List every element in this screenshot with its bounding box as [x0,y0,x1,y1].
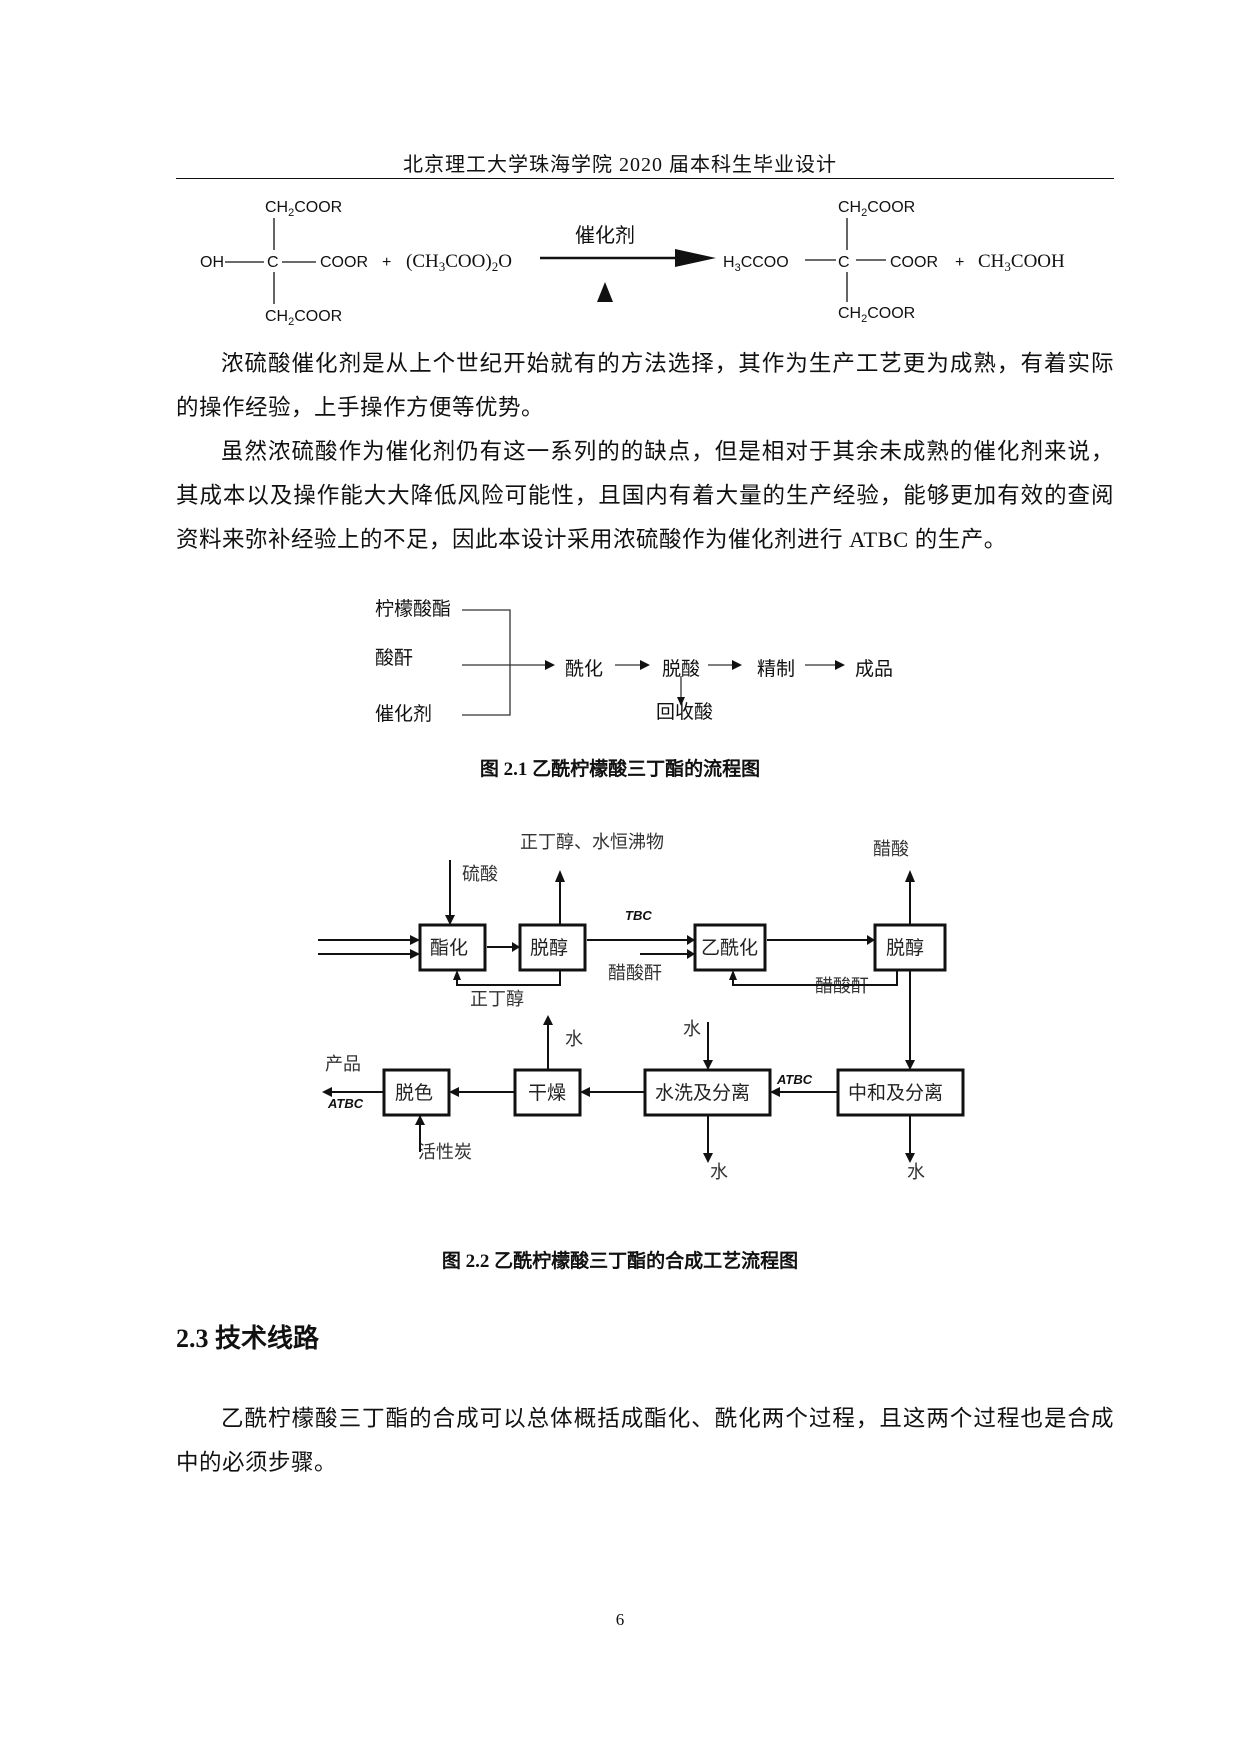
reaction-equation: CH2COOR OH C COOR CH2COOR + (CH3COO)2O 催… [200,199,1065,328]
svg-text:水: 水 [907,1162,925,1183]
acetic-acid: CH3COOH [978,251,1065,274]
product-right-group: COOR [890,254,938,271]
body-paragraphs: 浓硫酸催化剂是从上个世纪开始就有的方法选择，其作为生产工艺更为成熟，有着实际的操… [176,342,1114,562]
reactant-center-c: C [267,254,279,271]
page-header: 北京理工大学珠海学院 2020 届本科生毕业设计 [403,154,837,176]
reaction-arrowhead [675,249,716,267]
reactant-oh: OH [200,254,224,271]
box-dealcohol-1 [518,923,587,972]
svg-text:TBC: TBC [625,908,652,923]
svg-text:脱色: 脱色 [395,1082,433,1104]
svg-text:干燥: 干燥 [528,1082,566,1104]
svg-text:水: 水 [710,1162,728,1183]
svg-text:正丁醇、水恒沸物: 正丁醇、水恒沸物 [520,832,664,853]
section-body: 乙酰柠檬酸三丁酯的合成可以总体概括成酯化、酰化两个过程，且这两个过程也是合成中的… [176,1397,1114,1485]
svg-text:酯化: 酯化 [430,937,468,959]
svg-text:醋酸: 醋酸 [873,839,909,860]
svg-text:水: 水 [683,1019,701,1040]
heat-triangle-icon [597,282,613,302]
svg-text:水: 水 [565,1029,583,1050]
plus-sign-2: + [955,254,964,271]
product-left-group: H3CCOO [723,254,789,274]
svg-text:脱醇: 脱醇 [886,937,924,959]
paragraph-2: 虽然浓硫酸作为催化剂仍有这一系列的的缺点，但是相对于其余未成熟的催化剂来说，其成… [176,439,1114,552]
input-anhydride: 酸酐 [375,647,413,669]
side-recovered-acid: 回收酸 [656,701,713,723]
svg-text:醋酸酐: 醋酸酐 [608,963,662,984]
svg-text:正丁醇: 正丁醇 [470,989,524,1010]
page-number: 6 [615,1610,625,1629]
box-decolor [382,1068,451,1117]
figure-2-2-caption: 图 2.2 乙酰柠檬酸三丁酯的合成工艺流程图 [441,1251,799,1272]
svg-text:ATBC: ATBC [776,1072,813,1087]
box-water-wash-separate [643,1068,772,1117]
product-bottom-group: CH2COOR [838,305,915,325]
step-product: 成品 [855,658,893,680]
acetic-anhydride: (CH3COO)2O [406,251,512,274]
step-refine: 精制 [757,658,795,680]
box-esterification [418,923,487,972]
section-heading: 2.3 技术线路 [176,1324,320,1353]
section-paragraph: 乙酰柠檬酸三丁酯的合成可以总体概括成酯化、酰化两个过程，且这两个过程也是合成中的… [176,1406,1114,1475]
input-catalyst: 催化剂 [375,703,432,725]
step-acylation: 酰化 [565,658,603,680]
svg-text:醋酸酐: 醋酸酐 [815,976,869,997]
svg-text:ATBC: ATBC [327,1096,364,1111]
figure-2-1-caption: 图 2.1 乙酰柠檬酸三丁酯的流程图 [479,759,761,780]
paragraph-1: 浓硫酸催化剂是从上个世纪开始就有的方法选择，其作为生产工艺更为成熟，有着实际的操… [176,351,1114,420]
product-top-group: CH2COOR [838,199,915,219]
figure-2-1-flowchart: 柠檬酸酯 酸酐 催化剂 酰化 脱酸 精制 成品 回收酸 [375,598,893,725]
svg-text:硫酸: 硫酸 [462,864,498,885]
catalyst-label: 催化剂 [575,223,635,247]
header-rule [176,178,1114,179]
svg-text:中和及分离: 中和及分离 [848,1082,943,1104]
svg-text:乙酰化: 乙酰化 [701,937,758,959]
reactant-right-group: COOR [320,254,368,271]
reactant-bottom-group: CH2COOR [265,308,342,328]
figure-2-2-process-flow: 酯化 脱醇 乙酰化 脱醇 中和及分离 水洗及分离 干燥 脱色 硫酸 正丁醇、水恒… [318,832,965,1183]
product-center-c: C [838,254,850,271]
svg-text:水洗及分离: 水洗及分离 [655,1082,750,1104]
svg-text:活性炭: 活性炭 [418,1142,472,1163]
box-acetylation [693,923,767,972]
step-deacidify: 脱酸 [662,658,700,680]
reactant-top-group: CH2COOR [265,199,342,219]
plus-sign-1: + [382,254,391,271]
input-citrate-ester: 柠檬酸酯 [375,598,451,620]
svg-text:产品: 产品 [325,1054,361,1075]
svg-text:脱醇: 脱醇 [530,937,568,959]
